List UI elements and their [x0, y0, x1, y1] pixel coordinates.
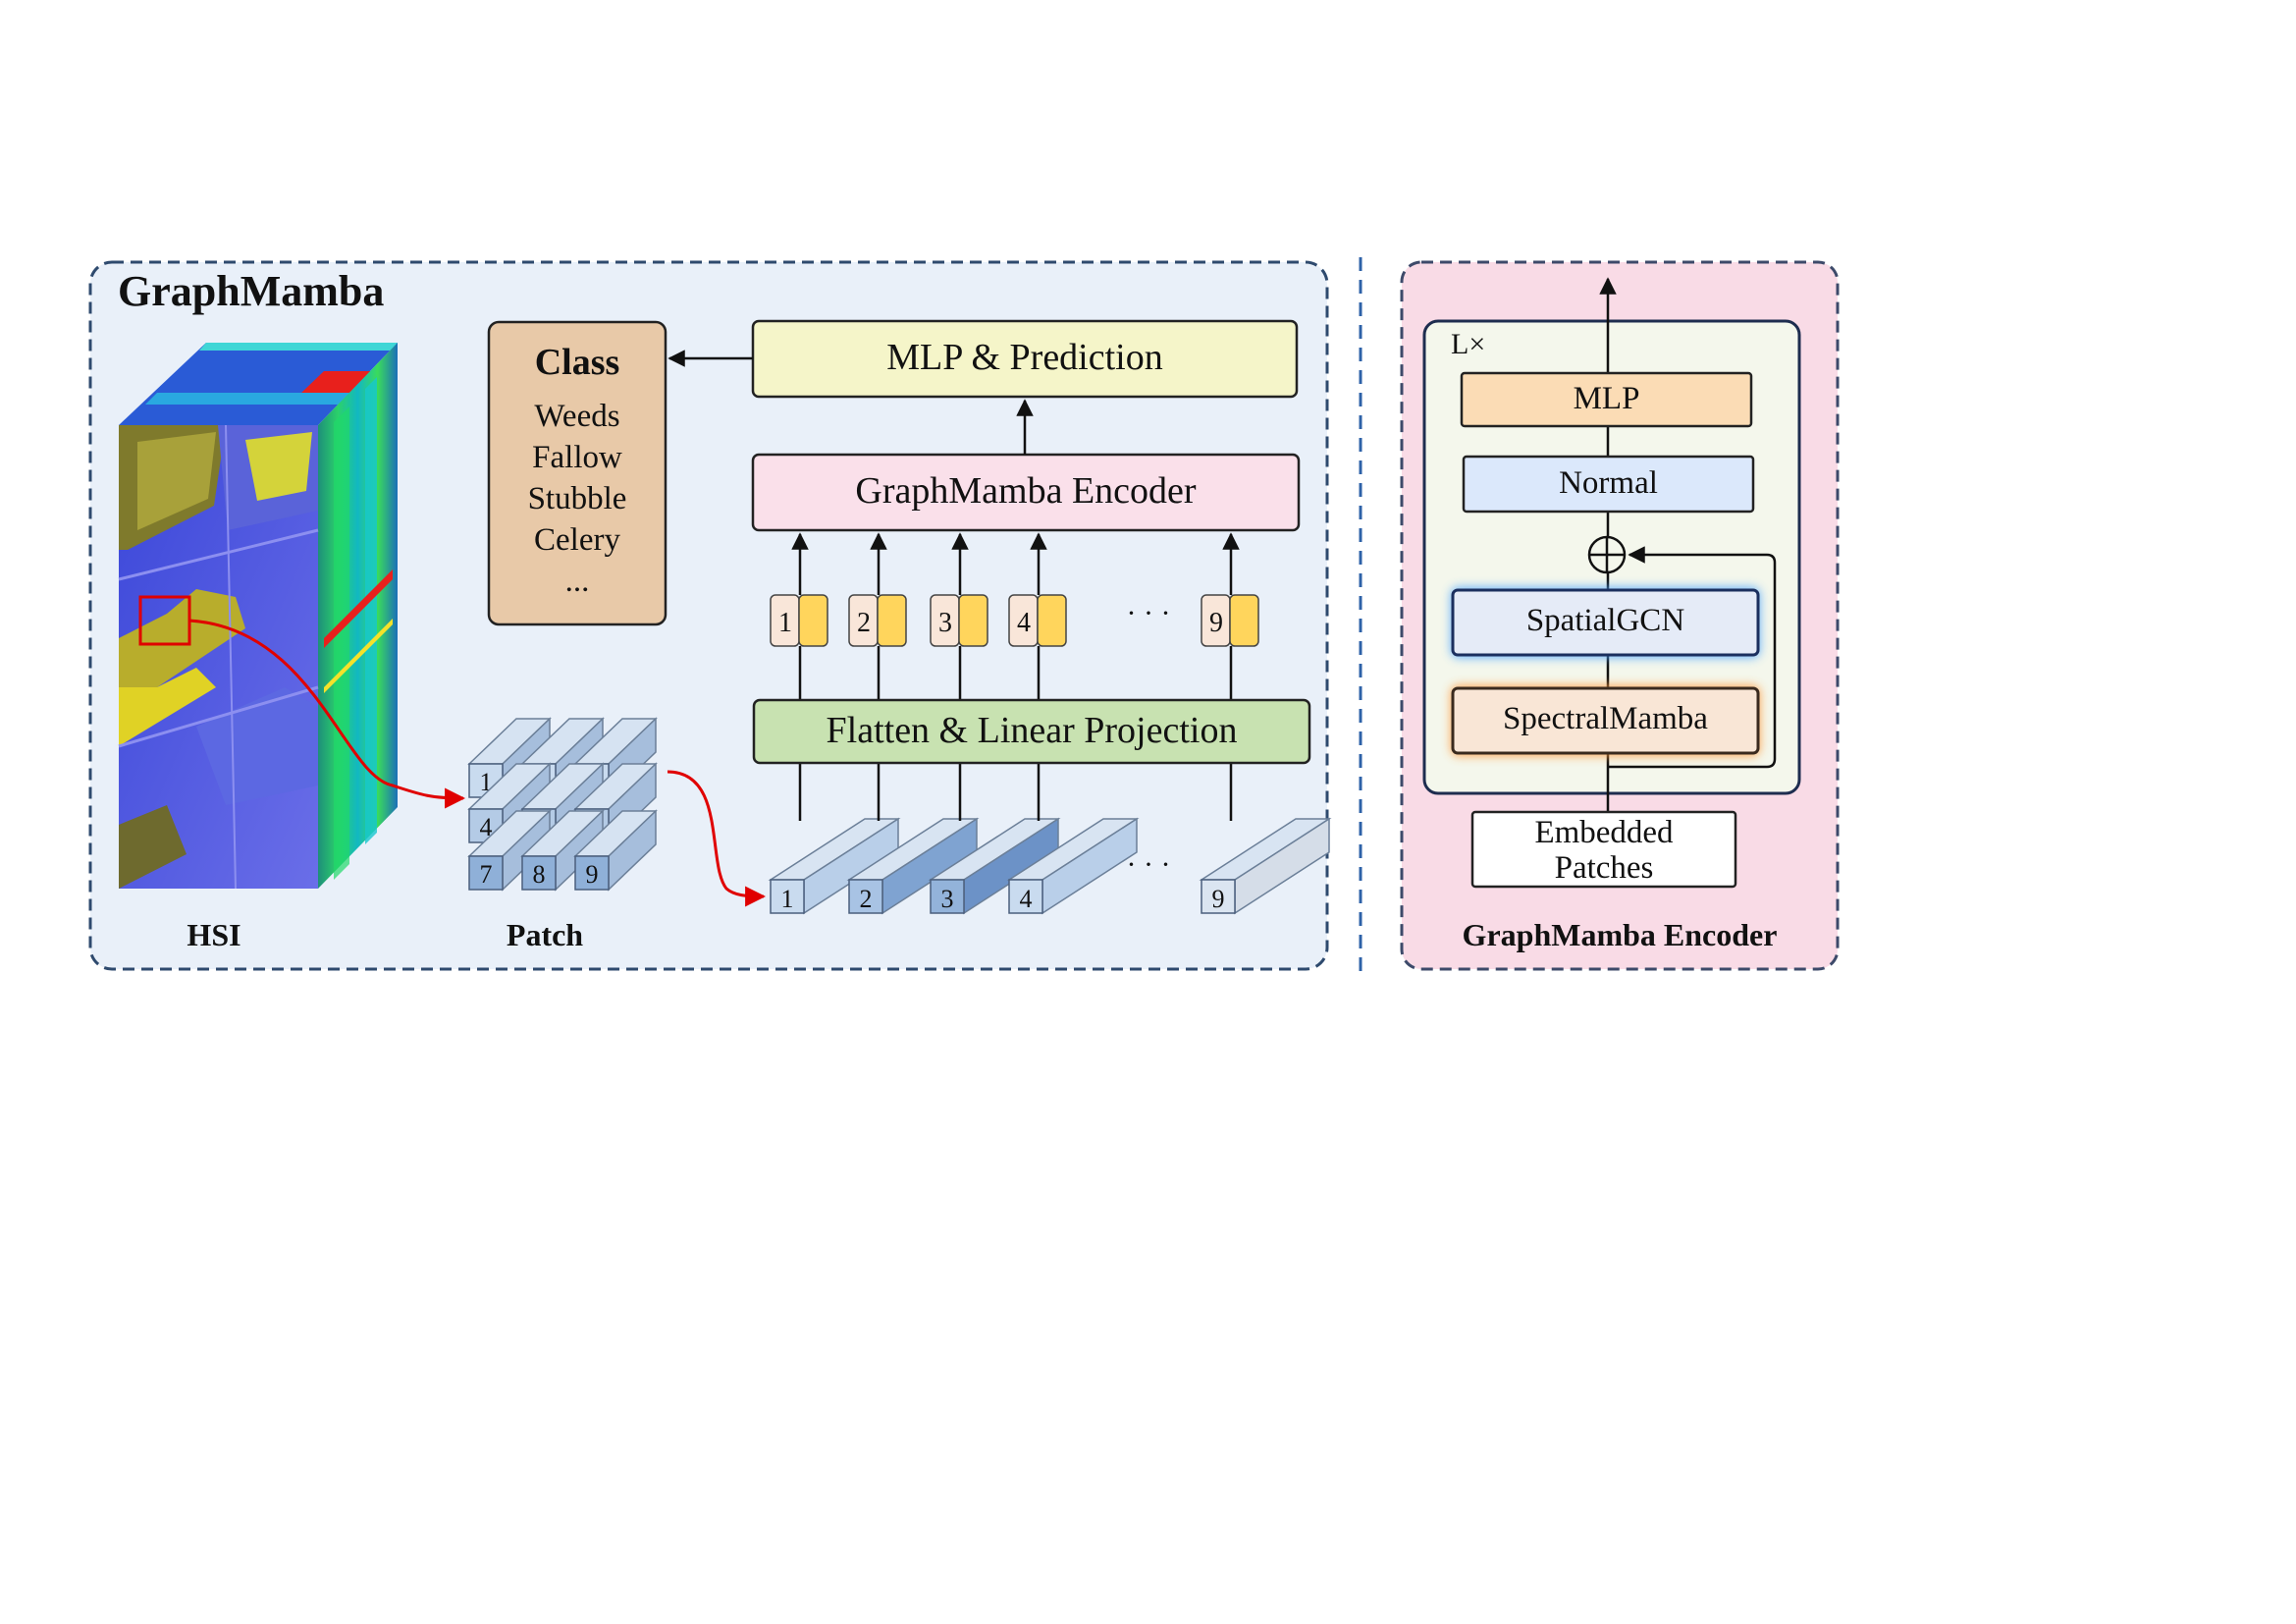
patch-grid: 123456789: [467, 717, 658, 892]
spatialgcn-block: [1451, 588, 1760, 657]
spatialgcn-label: SpatialGCN: [1525, 603, 1685, 638]
token-embedding: 4: [1008, 594, 1067, 647]
token-ellipsis: · · ·: [1126, 597, 1171, 629]
patch-cube: 9: [573, 809, 658, 892]
token-number: 3: [938, 608, 952, 638]
patch-number: 7: [480, 860, 493, 889]
embedded-patches-box: [1470, 810, 1737, 889]
class-box: [487, 320, 667, 626]
token-embedding: 9: [1201, 594, 1259, 647]
token-cuboid: 4: [1006, 817, 1140, 915]
encoder-normal-block: [1462, 455, 1755, 514]
token-cuboid-number: 9: [1212, 885, 1225, 913]
patch-number: 8: [533, 860, 546, 889]
token-embedding: 3: [930, 594, 988, 647]
flatten-box: [752, 698, 1311, 765]
flatten-label: Flatten & Linear Projection: [826, 710, 1238, 751]
class-item-fallow: Fallow: [532, 440, 622, 475]
main-panel-title: GraphMamba: [118, 267, 385, 315]
patch-label: Patch: [506, 917, 584, 952]
spectralmamba-label: SpectralMamba: [1503, 701, 1708, 736]
token-number: 1: [778, 608, 792, 638]
patch-cube: 8: [520, 809, 605, 892]
token-cuboid: 9: [1199, 817, 1332, 915]
patch-cube: 7: [467, 809, 552, 892]
token-cuboid: 3: [928, 817, 1061, 915]
patch-number: 4: [480, 813, 493, 841]
token-cuboid-number: 1: [781, 885, 794, 913]
encoder-normal-label: Normal: [1559, 465, 1658, 501]
token-number: 2: [857, 608, 871, 638]
hsi-cube: [118, 343, 398, 890]
encoder-label: GraphMamba Encoder: [855, 470, 1197, 512]
token-cuboid-number: 3: [941, 885, 954, 913]
embedded-label-line1: Embedded: [1534, 815, 1674, 850]
patch-number: 9: [586, 860, 599, 889]
residual-add-icon: [1587, 535, 1627, 574]
encoder-mlp-label: MLP: [1573, 381, 1640, 416]
class-item-stubble: Stubble: [527, 481, 627, 516]
patch-to-tokens-arrow: [667, 770, 767, 907]
embedded-label-line2: Patches: [1554, 850, 1654, 886]
class-item-more: ...: [564, 564, 590, 599]
token-embedding: 1: [770, 594, 828, 647]
token-cuboid-number: 4: [1020, 885, 1033, 913]
hsi-cube-side: [318, 343, 398, 889]
class-item-celery: Celery: [534, 522, 620, 558]
token-number: 9: [1209, 608, 1223, 638]
repeat-label: L×: [1451, 328, 1486, 360]
token-cuboid: 2: [846, 817, 980, 915]
token-arrows: [791, 532, 1240, 821]
hsi-label: HSI: [187, 917, 241, 952]
cuboid-ellipsis: · · ·: [1126, 848, 1171, 881]
main-panel: [88, 260, 1329, 971]
class-item-weeds: Weeds: [534, 399, 620, 434]
mlp-prediction-label: MLP & Prediction: [886, 337, 1163, 378]
encoder-mlp-block: [1460, 371, 1753, 428]
token-embedding: 2: [848, 594, 907, 647]
token-number: 4: [1017, 608, 1031, 638]
token-cuboids: 1 2 3 4 9: [768, 817, 1332, 915]
token-cuboid: 1: [768, 817, 901, 915]
encoder-panel-title: GraphMamba Encoder: [1462, 917, 1778, 952]
token-cuboid-number: 2: [860, 885, 873, 913]
hsi-to-patch-arrow: [188, 619, 466, 809]
residual-skip-connection: [1608, 546, 1777, 769]
class-title: Class: [534, 342, 620, 383]
spectralmamba-block: [1451, 686, 1760, 755]
token-embeddings: 1 2 3 4 9: [770, 594, 1259, 647]
